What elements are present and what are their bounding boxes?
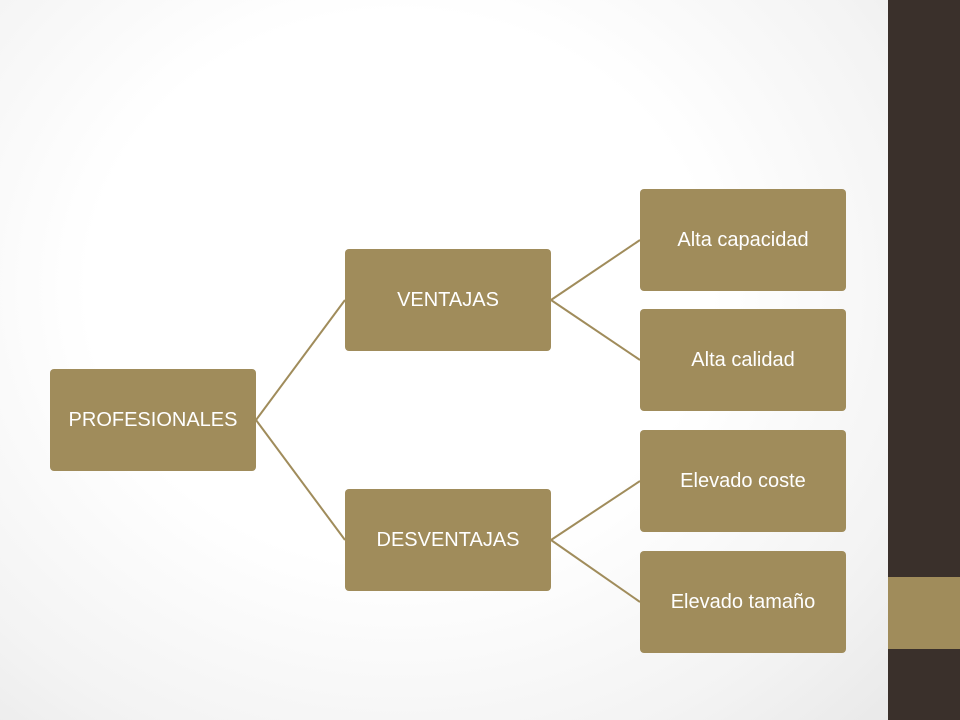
connector-ventajas-capacidad bbox=[550, 239, 641, 301]
node-ventajas: VENTAJAS bbox=[345, 249, 551, 351]
node-label: PROFESIONALES bbox=[68, 408, 238, 431]
node-label: Elevado tamaño bbox=[670, 590, 816, 613]
connector-desventajas-coste bbox=[550, 480, 641, 541]
connector-desventajas-tamano bbox=[550, 539, 641, 603]
node-alta-capacidad: Alta capacidad bbox=[640, 189, 846, 291]
node-label: Elevado coste bbox=[680, 469, 806, 492]
connector-root-ventajas bbox=[255, 299, 346, 421]
node-label: DESVENTAJAS bbox=[376, 528, 520, 551]
node-desventajas: DESVENTAJAS bbox=[345, 489, 551, 591]
node-profesionales: PROFESIONALES bbox=[50, 369, 256, 471]
node-elevado-coste: Elevado coste bbox=[640, 430, 846, 532]
connector-ventajas-calidad bbox=[550, 299, 641, 361]
node-label: Alta capacidad bbox=[677, 228, 809, 251]
node-label: Alta calidad bbox=[691, 348, 795, 371]
sidebar-accent-block bbox=[888, 577, 960, 649]
node-elevado-tamano: Elevado tamaño bbox=[640, 551, 846, 653]
connector-root-desventajas bbox=[255, 419, 346, 541]
node-alta-calidad: Alta calidad bbox=[640, 309, 846, 411]
node-label: VENTAJAS bbox=[397, 288, 499, 311]
